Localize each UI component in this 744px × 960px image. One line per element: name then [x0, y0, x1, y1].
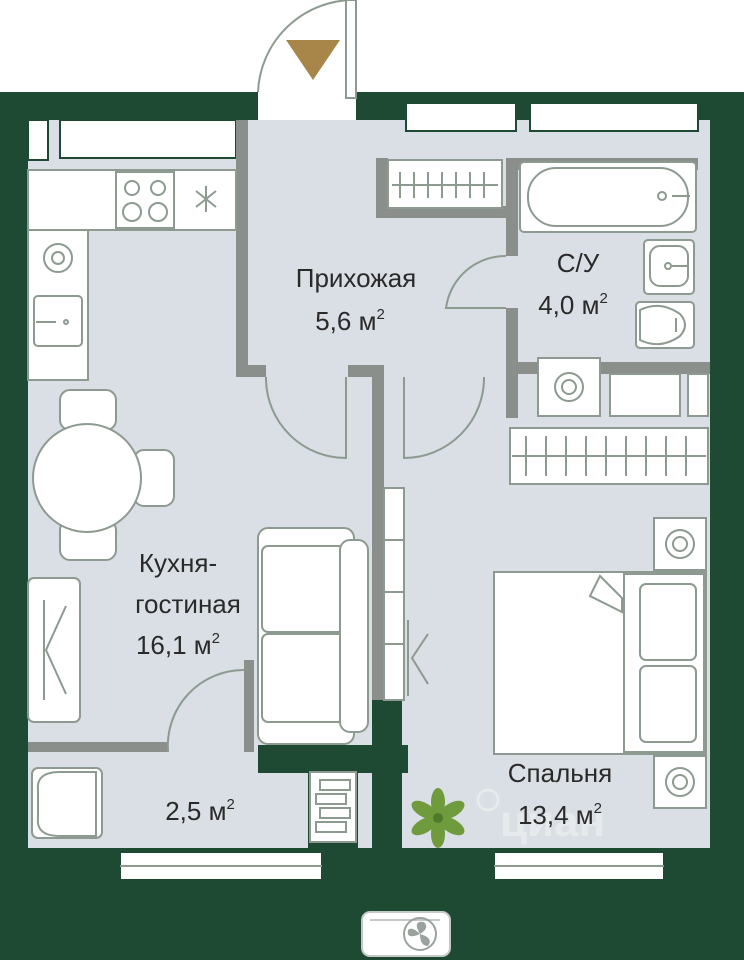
plant-icon: [411, 788, 465, 848]
interior-doors: [166, 254, 507, 753]
entrance-door[interactable]: [257, 0, 357, 99]
top-windows: [27, 102, 699, 161]
bottom-windows: [119, 851, 665, 881]
hallway-area: 5,6 м2: [315, 306, 385, 336]
bedroom-name: Спальня: [508, 758, 612, 788]
room-label-balcony: 2,5 м2: [165, 796, 235, 826]
living-name-line2: гостиная: [135, 589, 241, 619]
living-area: 16,1 м2: [136, 630, 220, 660]
toilet: [635, 301, 695, 349]
bed: [493, 571, 707, 755]
bathroom-fixtures: [519, 161, 709, 417]
watermark-text: циан: [500, 797, 605, 846]
entrance-arrow-icon: [286, 40, 340, 80]
stove: [115, 171, 175, 229]
bedroom-area: 13,4 м2: [518, 800, 602, 830]
living-name-line1: Кухня-: [139, 548, 217, 578]
bathtub: [519, 161, 697, 233]
balcony-chair: [31, 767, 103, 839]
room-label-hallway: Прихожая 5,6 м2: [296, 263, 416, 336]
cian-watermark: циан: [476, 788, 605, 846]
room-label-bedroom: Спальня 13,4 м2: [508, 758, 612, 830]
hood-icon: [195, 186, 217, 212]
washing-machine: [537, 357, 601, 417]
room-label-bathroom: С/У 4,0 м2: [538, 248, 608, 320]
hallway-wardrobe: [387, 159, 503, 209]
fan-icon: [361, 911, 451, 957]
bathroom-sink: [643, 239, 695, 295]
hallway-name: Прихожая: [296, 263, 416, 293]
washer-icon: [43, 243, 73, 273]
balcony-area: 2,5 м2: [165, 796, 235, 826]
kitchen-sink: [33, 295, 83, 347]
dining-table: [32, 389, 175, 561]
nightstand-top: [653, 517, 707, 571]
bedroom-shelf: [383, 487, 429, 701]
bathroom-name: С/У: [557, 248, 600, 278]
exterior-walls: [0, 92, 744, 960]
tv-stand: [27, 577, 81, 723]
balcony-shelf: [309, 771, 357, 843]
room-label-living: Кухня- гостиная 16,1 м2: [135, 548, 241, 660]
nightstand-bottom: [653, 755, 707, 809]
bedroom-wardrobe: [509, 427, 709, 485]
bathroom-area: 4,0 м2: [538, 290, 608, 320]
kitchen-counter: [27, 169, 237, 381]
sofa: [257, 527, 369, 745]
